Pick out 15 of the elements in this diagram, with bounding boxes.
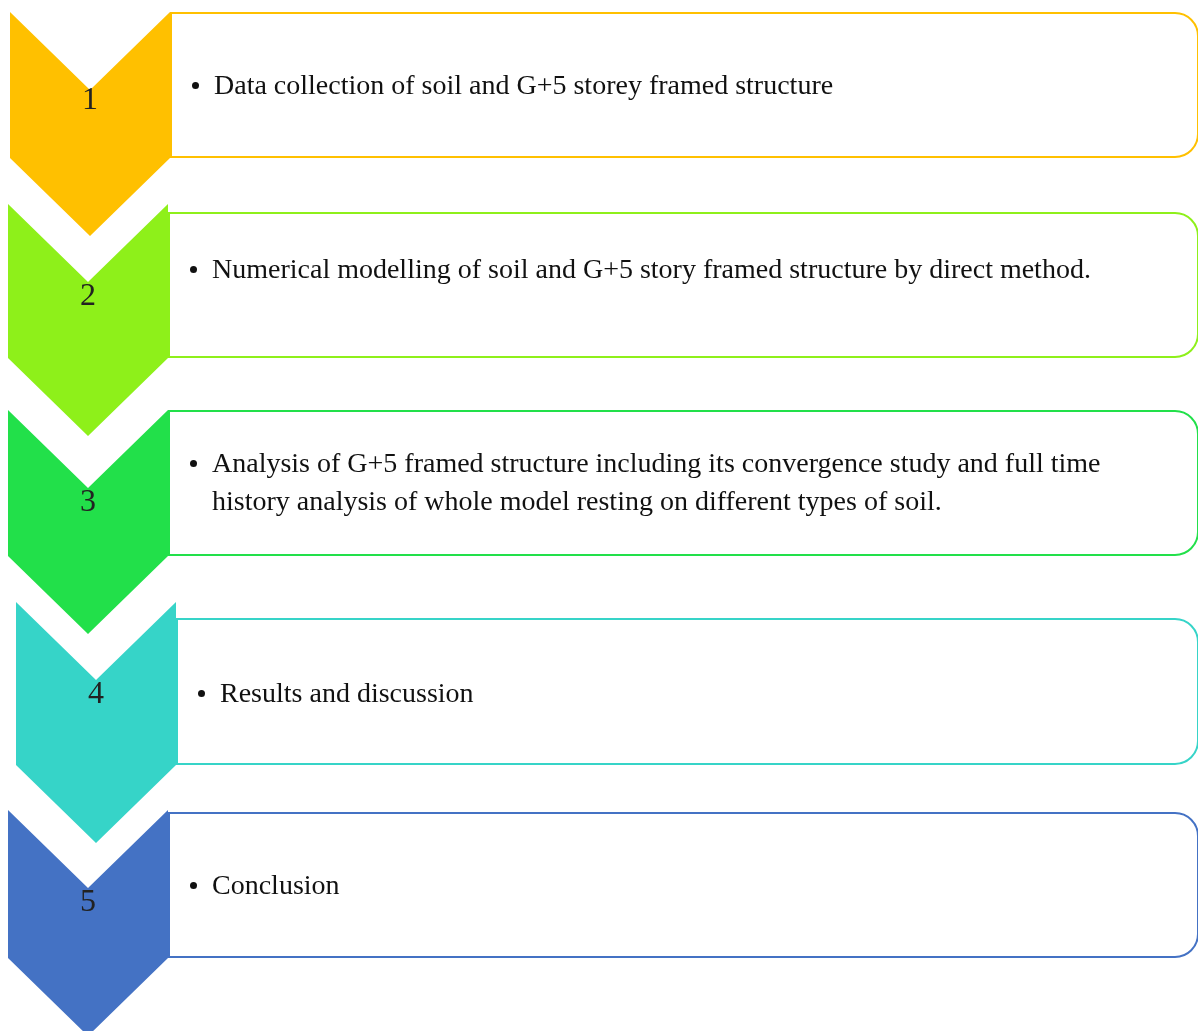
step-description: Conclusion [212,869,340,900]
step-number: 5 [79,882,97,919]
step-description: Data collection of soil and G+5 storey framed structure [214,69,834,100]
step-box [168,212,1198,358]
step-box [168,812,1198,958]
step-number: 2 [79,276,97,313]
step-description: Results and discussion [220,677,474,708]
step-number: 1 [81,80,99,117]
step-number: 3 [79,482,97,519]
step-description: Numerical modelling of soil and G+5 story framed structure by direct method. [212,253,1091,284]
step-box [168,410,1198,556]
step-box [170,12,1198,158]
step-box [176,618,1198,765]
step-description: Analysis of G+5 framed structure including its convergence study and full time history analysis of whole model resting on different types of soil. [212,447,1101,516]
step-number: 4 [87,674,105,711]
